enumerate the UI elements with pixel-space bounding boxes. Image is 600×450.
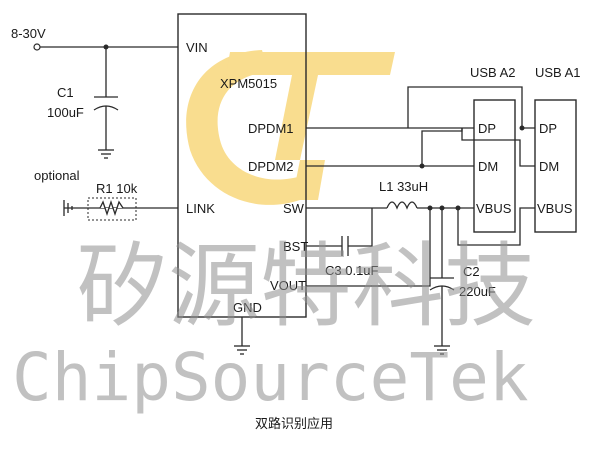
usb-a1-title: USB A1 — [535, 65, 581, 80]
pin-vout-label: VOUT — [270, 278, 306, 293]
usb-a1-dp: DP — [539, 121, 557, 136]
usb-a2-dm: DM — [478, 159, 498, 174]
usb-a2-dp: DP — [478, 121, 496, 136]
usb-a1-connector — [534, 99, 577, 233]
c2-name: C2 — [463, 264, 480, 279]
diagram-caption: 双路识别应用 — [255, 416, 333, 432]
supply-terminal — [33, 43, 41, 51]
pin-sw-label: SW — [283, 201, 305, 216]
usb-a2-connector — [473, 99, 516, 233]
power-output-wiring — [306, 201, 535, 287]
capacitor-c3 — [306, 208, 373, 256]
usb-a1-dm: DM — [539, 159, 559, 174]
c2-value: 220uF — [459, 284, 496, 299]
usb-a1-vbus: VBUS — [537, 201, 573, 216]
c1-value: 100uF — [47, 105, 84, 120]
resistor-r1 — [63, 197, 178, 221]
c1-name: C1 — [57, 85, 74, 100]
pin-dpdm1-label: DPDM1 — [248, 121, 294, 136]
pin-link-label: LINK — [186, 201, 215, 216]
capacitor-c2 — [429, 208, 455, 355]
ic-ground — [234, 317, 250, 355]
usb-a2-vbus: VBUS — [476, 201, 512, 216]
chip-name: XPM5015 — [220, 76, 277, 91]
l1-label: L1 33uH — [379, 179, 428, 194]
r1-label: R1 10k — [96, 181, 138, 196]
pin-dpdm2-label: DPDM2 — [248, 159, 294, 174]
supply-label: 8-30V — [11, 26, 46, 41]
optional-label: optional — [34, 168, 80, 183]
watermark-chinese: 矽源特科技 — [76, 233, 536, 340]
pin-gnd-label: GND — [233, 300, 262, 315]
pin-bst-label: BST — [283, 239, 308, 254]
usb-a2-title: USB A2 — [470, 65, 516, 80]
data-line-wiring — [306, 86, 535, 169]
watermark-english: ChipSourceTek — [12, 339, 529, 416]
pin-vin-label: VIN — [186, 40, 208, 55]
logo-watermark — [186, 50, 395, 205]
c3-label: C3 0.1uF — [325, 263, 379, 278]
capacitor-c1 — [93, 47, 119, 159]
